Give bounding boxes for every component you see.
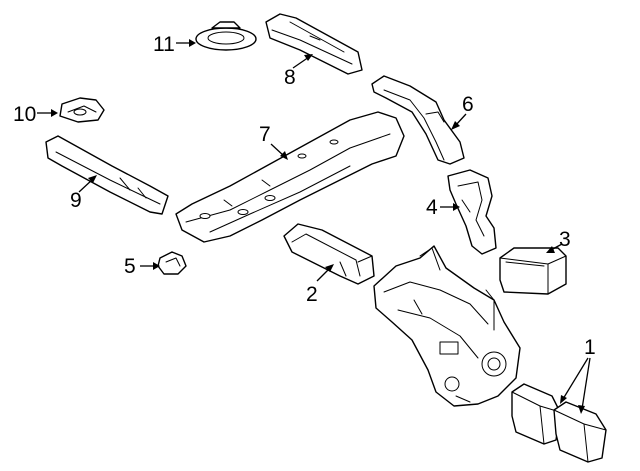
callout-9: 9 bbox=[70, 189, 82, 212]
part-9-left-duct[interactable] bbox=[45, 135, 169, 215]
part-1-filter-left[interactable] bbox=[511, 383, 561, 445]
part-3-box-duct[interactable] bbox=[499, 247, 567, 295]
part-7-main-duct[interactable] bbox=[175, 111, 405, 243]
callout-1: 1 bbox=[584, 336, 596, 359]
callout-2: 2 bbox=[306, 283, 318, 306]
part-4-elbow-duct[interactable] bbox=[447, 169, 497, 255]
callout-3: 3 bbox=[559, 228, 571, 251]
callout-10: 10 bbox=[13, 103, 36, 126]
callout-6: 6 bbox=[462, 93, 474, 116]
callout-5: 5 bbox=[124, 255, 136, 278]
part-5-clip[interactable] bbox=[157, 251, 187, 275]
part-10-bracket[interactable] bbox=[59, 97, 105, 123]
part-8-upper-duct[interactable] bbox=[265, 13, 363, 75]
callout-11: 11 bbox=[153, 33, 175, 56]
part-6-duct-elbow[interactable] bbox=[371, 75, 465, 165]
part-1-filter-right[interactable] bbox=[553, 401, 607, 463]
hvac-housing[interactable] bbox=[373, 245, 521, 407]
callout-4: 4 bbox=[426, 196, 438, 219]
callout-8: 8 bbox=[284, 66, 296, 89]
callout-7: 7 bbox=[259, 123, 271, 146]
callout-leaders bbox=[37, 39, 591, 414]
callout-labels: 1 2 3 4 5 6 7 8 9 10 11 bbox=[13, 33, 596, 359]
part-11-grommet[interactable] bbox=[195, 21, 257, 51]
part-2-rect-duct[interactable] bbox=[283, 223, 375, 285]
